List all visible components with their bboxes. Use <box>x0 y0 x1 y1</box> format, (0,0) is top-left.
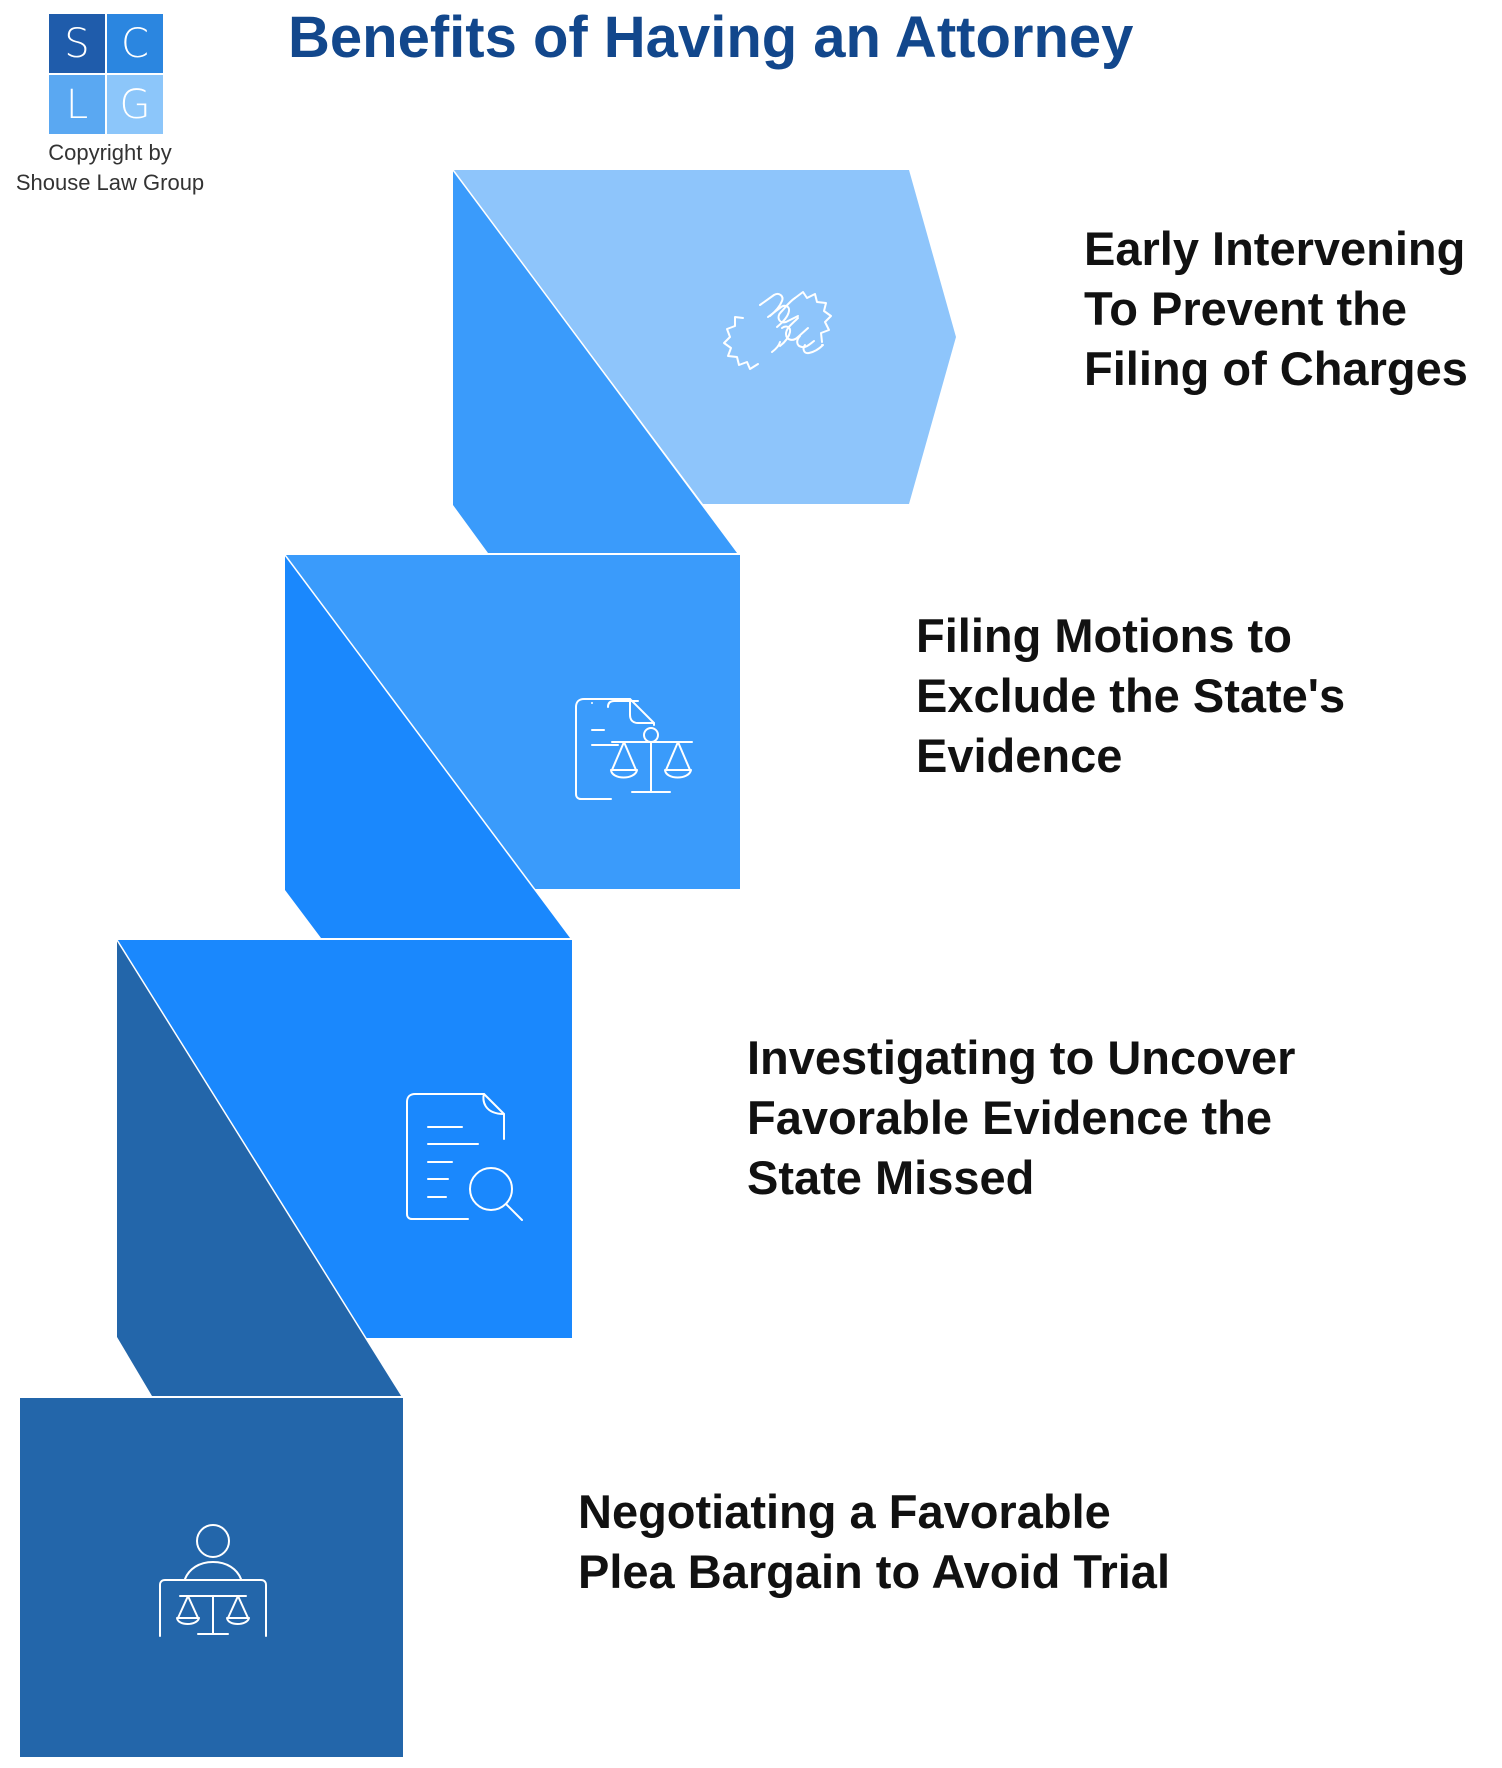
handshake-icon <box>723 291 832 370</box>
step-4-block <box>20 1398 403 1757</box>
step-4-label: Negotiating a Favorable Plea Bargain to … <box>578 1482 1170 1602</box>
step-2-face <box>285 555 740 889</box>
page-title: Benefits of Having an Attorney <box>288 5 1134 70</box>
legal-document-scales-icon <box>575 698 693 800</box>
step-4-label-line-1: Negotiating a Favorable <box>578 1485 1111 1538</box>
sclg-logo: S C L G <box>49 14 165 136</box>
step-3-label-line-3: State Missed <box>747 1151 1035 1204</box>
step-2-label-line-1: Filing Motions to <box>916 609 1292 662</box>
step-3-face <box>117 940 572 1338</box>
judge-scales-icon <box>159 1524 267 1637</box>
logo-letter-g: G <box>107 75 163 134</box>
step-3-label-line-1: Investigating to Uncover <box>747 1031 1296 1084</box>
step-2-block <box>284 554 740 939</box>
step-2-label: Filing Motions to Exclude the State's Ev… <box>916 606 1345 786</box>
copyright-line-1: Copyright by <box>48 140 172 165</box>
step-1-label-line-3: Filing of Charges <box>1084 342 1468 395</box>
step-3-label: Investigating to Uncover Favorable Evide… <box>747 1028 1295 1208</box>
step-4-label-line-2: Plea Bargain to Avoid Trial <box>578 1545 1170 1598</box>
step-3-label-line-2: Favorable Evidence the <box>747 1091 1273 1144</box>
step-1-label-line-1: Early Intervening <box>1084 222 1466 275</box>
document-magnifier-icon <box>406 1093 523 1221</box>
step-1-label-line-2: To Prevent the <box>1084 282 1407 335</box>
step-1-label: Early Intervening To Prevent the Filing … <box>1084 219 1468 399</box>
step-1-block <box>452 169 956 554</box>
step-4-face <box>20 1398 403 1757</box>
logo-letter-s: S <box>49 14 105 73</box>
copyright-notice: Copyright by Shouse Law Group <box>5 138 215 198</box>
step-2-label-line-2: Exclude the State's <box>916 669 1346 722</box>
logo-letter-c: C <box>107 14 163 73</box>
step-1-face <box>453 170 956 504</box>
step-2-label-line-3: Evidence <box>916 729 1123 782</box>
copyright-line-2: Shouse Law Group <box>15 170 205 195</box>
step-3-block <box>116 939 572 1397</box>
logo-letter-l: L <box>49 75 105 134</box>
